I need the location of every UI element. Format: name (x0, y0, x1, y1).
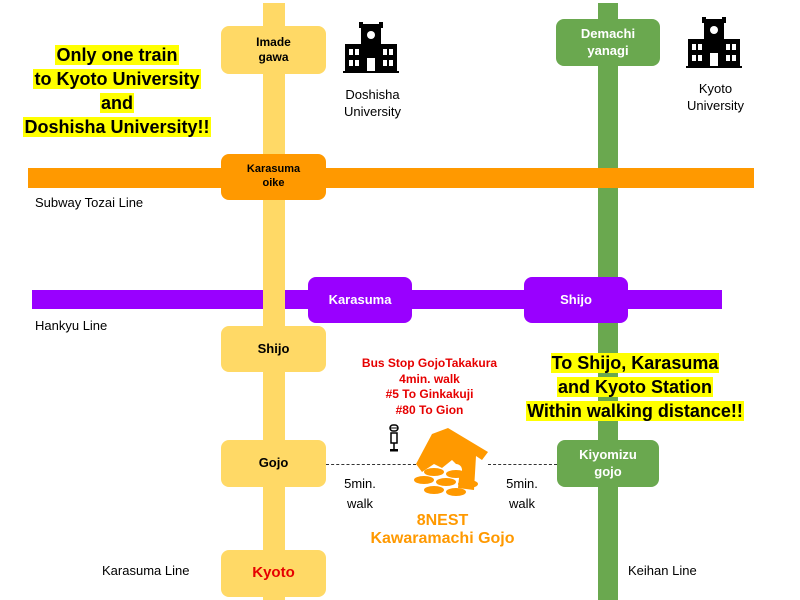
subway-tozai-line (28, 168, 754, 188)
promo-line: and Kyoto Station (557, 377, 713, 397)
station-hankyu-shijo[interactable]: Shijo (524, 277, 628, 323)
walk-path-left (326, 464, 416, 465)
hotel-name-line2: Kawaramachi Gojo (370, 530, 515, 547)
station-name: Kyoto (252, 564, 295, 582)
station-kyoto[interactable]: Kyoto (221, 550, 326, 597)
bus-route: #80 To Gion (395, 402, 464, 417)
karasuma-line-label: Karasuma Line (102, 563, 190, 578)
promo-line: to Kyoto University (33, 69, 201, 89)
walk-path-right (488, 464, 557, 465)
kyoto-university-label: Kyoto University (678, 80, 753, 114)
station-name-line1: Kiyomizu (579, 447, 637, 463)
bus-stop-walk: 4min. walk (399, 371, 460, 386)
promo-line: Within walking distance!! (526, 401, 744, 421)
bus-stop-icon (388, 424, 400, 452)
house-logo-icon (412, 428, 492, 500)
uni-name-line2: University (686, 98, 745, 113)
station-name-line2: yanagi (587, 42, 629, 58)
uni-name-line1: Doshisha (345, 87, 400, 102)
promo-line: Only one train (55, 45, 179, 65)
keihan-line-label: Keihan Line (628, 563, 697, 578)
walk-time-right: 5min. walk (497, 474, 547, 514)
station-name-line1: Karasuma (246, 163, 301, 176)
uni-name-line1: Kyoto (698, 81, 733, 96)
uni-name-line2: University (343, 104, 402, 119)
promo-line: and (99, 93, 134, 113)
station-gojo[interactable]: Gojo (221, 440, 326, 487)
station-name: Karasuma (328, 291, 392, 307)
walk-word: walk (508, 496, 535, 511)
hankyu-line-label: Hankyu Line (35, 318, 108, 333)
station-shijo[interactable]: Shijo (221, 326, 326, 372)
school-building-icon (343, 22, 399, 74)
station-hankyu-karasuma[interactable]: Karasuma (308, 277, 412, 323)
station-name-line1: Imade (256, 35, 291, 49)
hotel-name-line1: 8NEST (416, 512, 469, 529)
station-name-line2: gojo (594, 463, 622, 479)
tozai-line-label: Subway Tozai Line (35, 195, 144, 210)
karasuma-line (263, 3, 285, 600)
station-name-line1: Demachi (580, 26, 636, 42)
promo-line: Doshisha University!! (23, 117, 211, 137)
bus-stop-info: Bus Stop GojoTakakura 4min. walk #5 To G… (352, 356, 507, 418)
walk-time-left: 5min. walk (335, 474, 385, 514)
station-name-line2: gawa (258, 50, 289, 64)
station-name: Shijo (560, 291, 592, 307)
promo-walking-distance: To Shijo, Karasuma and Kyoto Station Wit… (505, 351, 765, 423)
school-building-icon (686, 17, 742, 69)
bus-route: #5 To Ginkakuji (385, 387, 474, 401)
promo-universities: Only one train to Kyoto University and D… (10, 43, 224, 139)
walk-minutes: 5min. (344, 476, 376, 491)
bus-stop-name: Bus Stop GojoTakakura (361, 356, 498, 370)
station-name-line2: oike (262, 177, 285, 189)
promo-line: To Shijo, Karasuma (550, 353, 720, 373)
hotel-name: 8NEST Kawaramachi Gojo (350, 512, 535, 548)
station-name: Shijo (257, 340, 290, 356)
station-name: Gojo (258, 455, 289, 471)
walk-minutes: 5min. (506, 476, 538, 491)
walk-word: walk (346, 496, 373, 511)
doshisha-university-label: Doshisha University (335, 86, 410, 120)
